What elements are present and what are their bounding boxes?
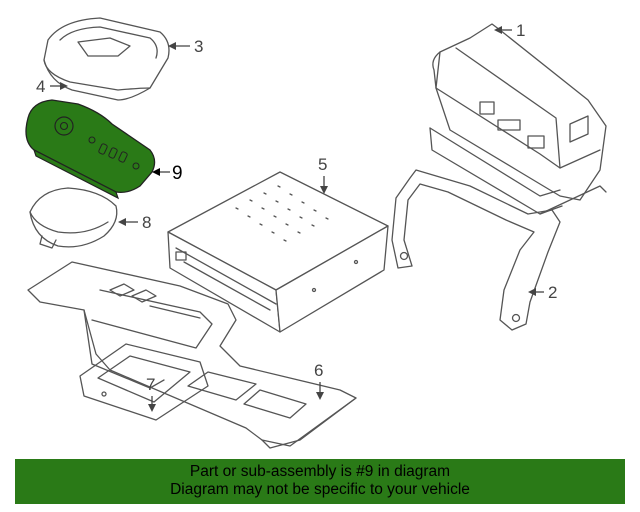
- callout-3: 3: [168, 37, 203, 56]
- svg-text:8: 8: [142, 213, 151, 232]
- callout-5: 5: [318, 155, 328, 194]
- svg-text:5: 5: [318, 155, 327, 174]
- part-5-disc-player[interactable]: [167, 171, 389, 333]
- svg-text:4: 4: [36, 77, 45, 96]
- part-3-console-lid[interactable]: [43, 17, 170, 101]
- callout-6: 6: [314, 361, 324, 400]
- part-1-housing[interactable]: [429, 23, 607, 215]
- parts-diagram: 1 2 3 4 5 6 7 8 9: [25, 17, 607, 449]
- part-6-lower-tray[interactable]: [27, 261, 357, 449]
- callout-2: 2: [528, 283, 557, 302]
- svg-text:6: 6: [314, 361, 323, 380]
- svg-text:7: 7: [146, 375, 155, 394]
- svg-text:3: 3: [194, 37, 203, 56]
- callout-9: 9: [152, 163, 183, 184]
- part-2-frame-bracket[interactable]: [391, 169, 607, 331]
- callout-1: 1: [494, 21, 525, 40]
- svg-text:1: 1: [516, 21, 525, 40]
- svg-text:9: 9: [172, 163, 183, 184]
- part-8-pad[interactable]: [29, 187, 118, 249]
- callout-8: 8: [118, 213, 151, 232]
- banner-line-1: Part or sub-assembly is #9 in diagram: [189, 463, 451, 480]
- banner-line-2: Diagram may not be specific to your vehi…: [170, 481, 470, 498]
- part-7-base-frame[interactable]: [79, 343, 209, 421]
- part-9-remote-control[interactable]: [25, 99, 156, 200]
- callout-7: 7: [146, 375, 156, 412]
- svg-text:2: 2: [548, 283, 557, 302]
- callout-4: 4: [36, 77, 68, 96]
- info-banner: Part or sub-assembly is #9 in diagram Di…: [15, 459, 625, 504]
